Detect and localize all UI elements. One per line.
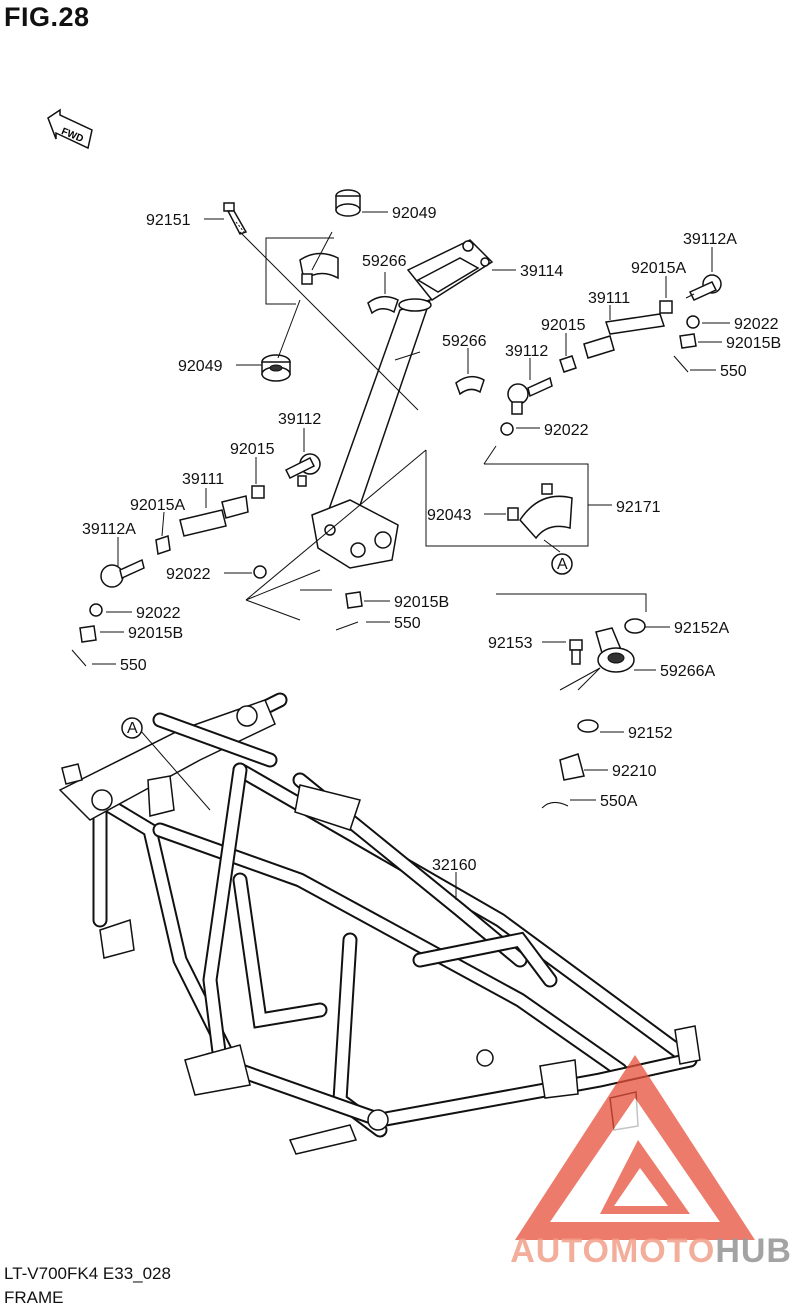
callout-92015-right: 92015 (541, 317, 586, 334)
fwd-arrow-icon: FWD (47, 108, 93, 150)
callout-39112A-left: 39112A (82, 521, 136, 538)
callout-550-right: 550 (720, 363, 747, 380)
shim-59266-a (367, 295, 399, 315)
callout-92015A-left: 92015A (130, 497, 185, 514)
shim-59266-b (455, 375, 485, 396)
callout-92022-left-2: 92022 (136, 605, 181, 622)
watermark-part2: HUB (715, 1232, 792, 1270)
callout-92153: 92153 (488, 635, 533, 652)
ref-circle-a-top (551, 553, 573, 575)
callout-59266A: 59266A (660, 663, 715, 680)
watermark-part1: AUTOMOTO (510, 1232, 716, 1270)
figure-title: FIG.28 (4, 2, 90, 32)
callout-92015B-left: 92015B (128, 625, 183, 642)
callout-92022-right-2: 92022 (544, 422, 589, 439)
ref-a-bottom: A (127, 720, 138, 737)
callout-92049-low: 92049 (178, 358, 223, 375)
callout-92015A-right: 92015A (631, 260, 686, 277)
tie-rod-right (507, 274, 722, 415)
tie-rod-left (100, 453, 321, 588)
stem-clamp-upper (299, 252, 339, 285)
callout-39112-left: 39112 (278, 411, 321, 428)
callout-92022-left-1: 92022 (166, 566, 211, 583)
callout-39112A-right: 39112A (683, 231, 737, 248)
main-frame-32160 (58, 692, 701, 1155)
callout-550A: 550A (600, 793, 638, 810)
callout-550-center: 550 (394, 615, 421, 632)
model-code: LT-V700FK4 E33_028 (4, 1264, 171, 1283)
ref-circle-a-bottom (121, 717, 143, 739)
callout-59266-b: 59266 (442, 333, 487, 350)
callout-92151: 92151 (146, 212, 191, 229)
callout-92152A: 92152A (674, 620, 729, 637)
watermark-brand: AUTOMOTOHUB (510, 1232, 792, 1271)
callout-39114: 39114 (520, 263, 563, 280)
stem-clamp-92171 (507, 483, 573, 540)
callout-39112-right: 39112 (505, 343, 548, 360)
bolt-92151 (223, 202, 248, 235)
steering-pivot (541, 618, 646, 809)
callout-92015-left: 92015 (230, 441, 275, 458)
bushing-92049-top (335, 189, 361, 217)
callout-92049-top: 92049 (392, 205, 437, 222)
steering-stem (311, 239, 494, 569)
leader-lines (92, 211, 730, 900)
callout-92043: 92043 (427, 507, 472, 524)
watermark-logo-icon (515, 1055, 755, 1240)
callout-39111-left: 39111 (182, 471, 224, 488)
bushing-92049-low (261, 354, 291, 382)
callout-92015B-right: 92015B (726, 335, 781, 352)
callout-39111-right: 39111 (588, 290, 630, 307)
callout-92015B-center: 92015B (394, 594, 449, 611)
callout-92152: 92152 (628, 725, 673, 742)
callout-59266-a: 59266 (362, 253, 407, 270)
callout-550-left: 550 (120, 657, 147, 674)
callout-32160: 32160 (432, 857, 477, 874)
ref-a-top: A (557, 556, 568, 573)
section-name: FRAME (4, 1288, 64, 1307)
callout-92210: 92210 (612, 763, 657, 780)
callout-92171: 92171 (616, 499, 661, 516)
callout-92022-right-1: 92022 (734, 316, 779, 333)
